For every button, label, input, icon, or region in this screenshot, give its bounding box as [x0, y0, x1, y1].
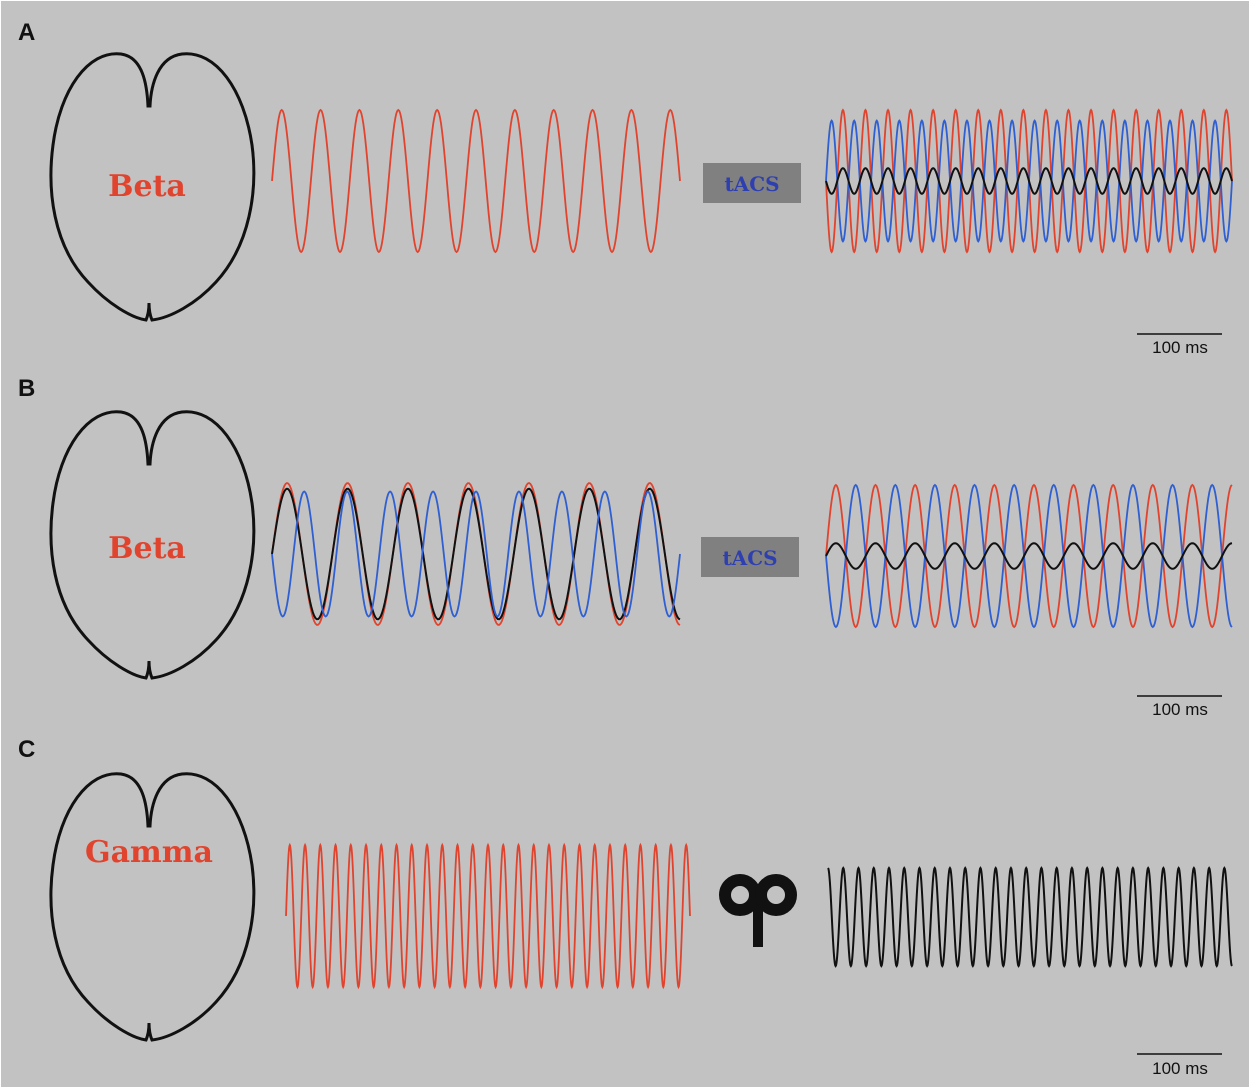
brain-outline: [49, 772, 256, 1042]
scale-bar-label: 100 ms: [1152, 1059, 1208, 1078]
after-waves: [825, 483, 1233, 629]
brain-outline: [49, 410, 256, 680]
after-waves: [825, 108, 1233, 254]
black-wave: [825, 542, 1233, 570]
scale-bar-label: 100 ms: [1152, 700, 1208, 719]
tacs-box: [701, 537, 799, 577]
scale-bar-label: 100 ms: [1152, 338, 1208, 357]
after-waves: [827, 866, 1233, 968]
red-wave: [271, 108, 681, 254]
brain-label: Beta: [108, 169, 186, 204]
brain-outline: [49, 52, 256, 322]
brain-label: Gamma: [85, 835, 213, 870]
before-waves: [271, 108, 681, 254]
panel-c: C Gamma 100 ms: [18, 736, 1233, 1078]
panel-letter: B: [18, 375, 35, 402]
red-wave: [285, 842, 691, 990]
black-wave: [825, 167, 1233, 195]
panel-letter: A: [18, 19, 35, 46]
black-wave: [827, 866, 1233, 968]
panel-a: A Beta tACS 100 ms: [18, 19, 1233, 357]
before-waves: [271, 481, 681, 626]
blue-wave: [271, 490, 681, 618]
tacs-label: tACS: [722, 546, 777, 570]
brain-label: Beta: [108, 531, 186, 566]
panel-letter: C: [18, 736, 35, 763]
red-wave: [825, 483, 1233, 629]
panel-b: B Beta tACS 100 ms: [18, 375, 1233, 719]
clock-key-icon: [719, 874, 797, 947]
tacs-label: tACS: [724, 172, 779, 196]
blue-wave: [825, 483, 1233, 629]
black-wave: [271, 487, 681, 621]
tacs-box: [703, 163, 801, 203]
before-waves: [285, 842, 691, 990]
